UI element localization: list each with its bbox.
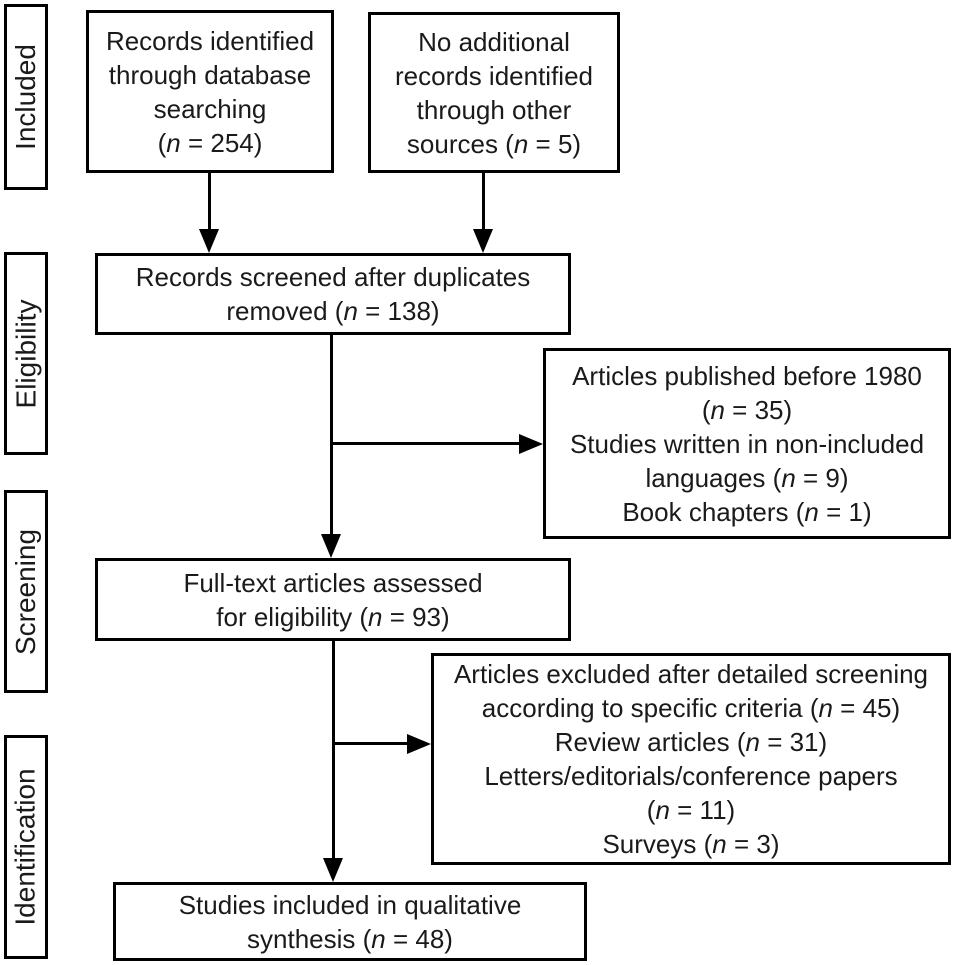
stage-label-screening: Screening [4, 490, 48, 693]
box-excluded-screening-text: Articles published before 1980(n = 35)St… [569, 360, 925, 527]
stage-label-identification: Identification [4, 735, 48, 959]
connector-identified-to-screened-arrowhead-icon [199, 229, 219, 253]
connector-identified-to-screened-line [208, 173, 211, 230]
connector-noadditional-to-screened-line [482, 173, 485, 230]
connector-fulltext-to-included-arrowhead-icon [323, 858, 343, 882]
stage-label-eligibility-text: Eligibility [10, 299, 41, 408]
branch-to-excluded-detailed-line [332, 742, 408, 745]
stage-label-screening-text: Screening [10, 528, 41, 655]
stage-label-identification-text: Identification [10, 768, 41, 926]
box-excluded-detailed-text: Articles excluded after detailed screeni… [453, 659, 929, 859]
connector-screened-to-fulltext-arrowhead-icon [321, 534, 341, 558]
box-excluded-screening: Articles published before 1980(n = 35)St… [543, 348, 951, 539]
connector-fulltext-to-included-line [332, 641, 335, 858]
branch-to-excluded-screening-arrowhead-icon [519, 434, 543, 454]
connector-noadditional-to-screened-arrowhead-icon [473, 229, 493, 253]
stage-label-included-text: Included [10, 44, 41, 150]
stage-label-eligibility: Eligibility [4, 252, 48, 455]
box-excluded-detailed: Articles excluded after detailed screeni… [431, 653, 951, 865]
stage-label-included: Included [4, 4, 48, 190]
branch-to-excluded-detailed-arrowhead-icon [407, 734, 431, 754]
branch-to-excluded-screening-line [330, 442, 520, 445]
connector-screened-to-fulltext-line [330, 335, 333, 534]
